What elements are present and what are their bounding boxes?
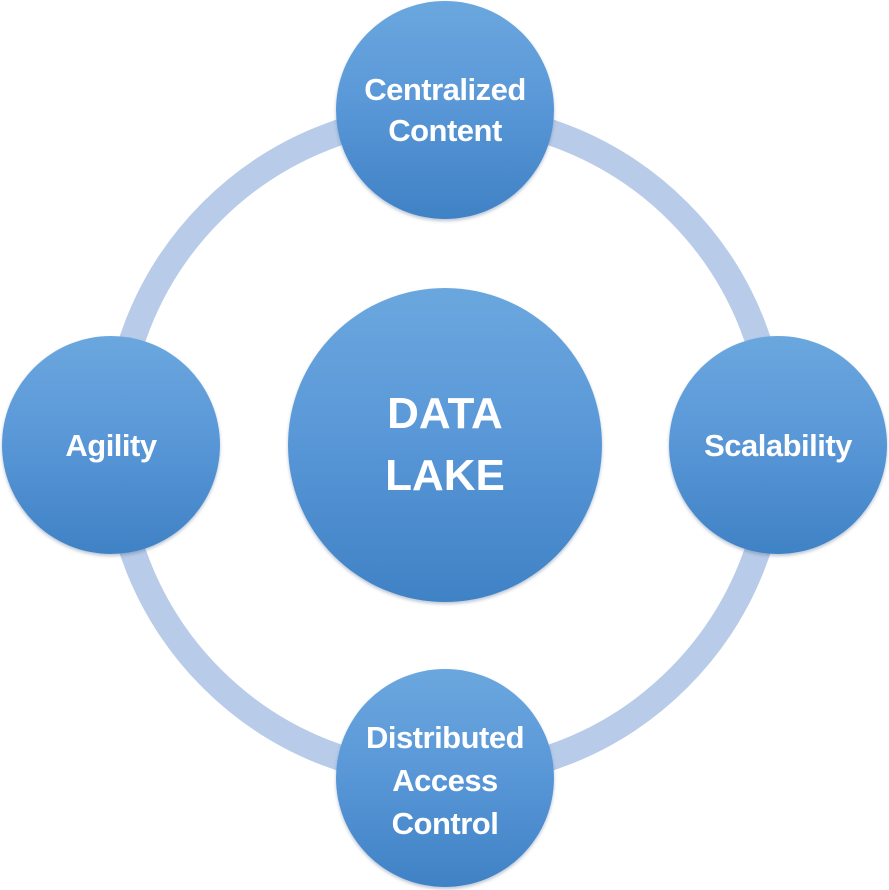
node-label-agility: Agility — [65, 427, 157, 463]
center-node-data-lake: DATA LAKE — [288, 288, 602, 602]
node-label-scalability: Scalability — [704, 427, 852, 463]
node-agility: Agility — [2, 336, 220, 554]
center-node-label: DATA LAKE — [385, 389, 505, 500]
node-label-centralized-content: Centralized Content — [364, 72, 526, 148]
node-distributed-access-control: Distributed Access Control — [336, 669, 554, 887]
node-centralized-content: Centralized Content — [336, 1, 554, 219]
node-label-distributed-access-control: Distributed Access Control — [365, 719, 525, 841]
node-scalability: Scalability — [669, 336, 887, 554]
